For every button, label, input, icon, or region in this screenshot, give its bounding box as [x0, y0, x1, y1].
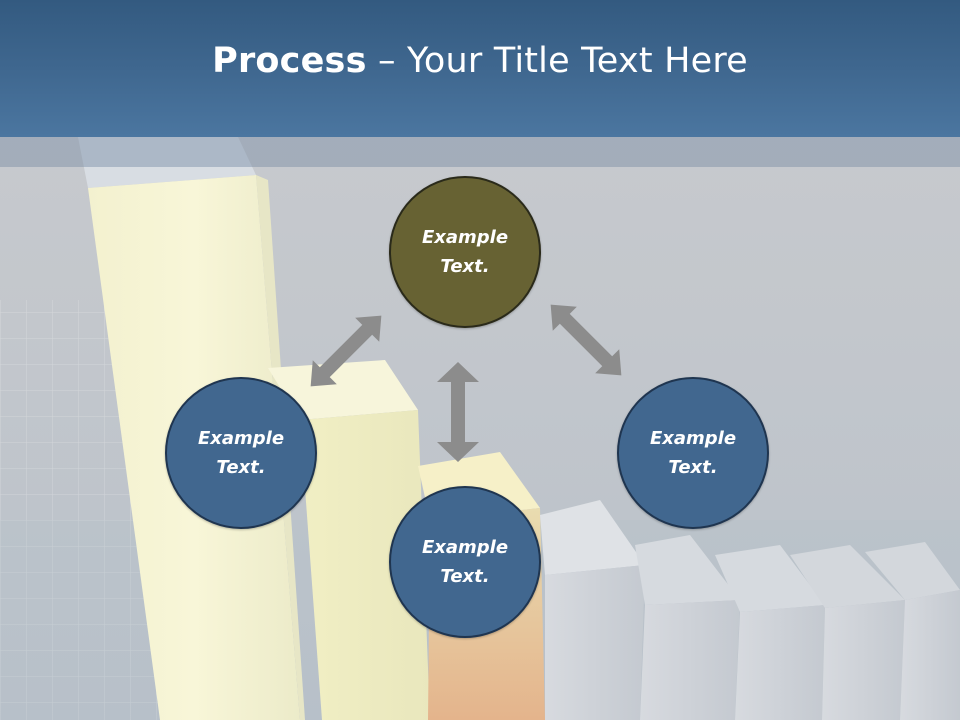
node-bottom-line2: Text.	[440, 566, 490, 587]
process-node-right[interactable]: Example Text.	[617, 377, 769, 529]
node-right-line2: Text.	[668, 457, 718, 478]
node-bottom-line1: Example	[421, 537, 509, 558]
process-node-bottom[interactable]: Example Text.	[389, 486, 541, 638]
title-strong: Process	[212, 40, 367, 81]
process-node-left[interactable]: Example Text.	[165, 377, 317, 529]
arrow-top-bottom	[437, 362, 479, 462]
node-left-line2: Text.	[216, 457, 266, 478]
node-top-line2: Text.	[440, 256, 490, 277]
node-right-line1: Example	[649, 428, 737, 449]
node-left-line1: Example	[197, 428, 285, 449]
header-band	[0, 137, 960, 167]
process-node-top[interactable]: Example Text.	[389, 176, 541, 328]
slide-title: Process – Your Title Text Here	[212, 41, 748, 81]
arrow-top-right	[550, 304, 622, 376]
title-rest: – Your Title Text Here	[366, 40, 748, 81]
node-top-line1: Example	[421, 227, 509, 248]
title-bar: Process – Your Title Text Here	[0, 0, 960, 137]
arrow-left-top	[310, 315, 382, 387]
